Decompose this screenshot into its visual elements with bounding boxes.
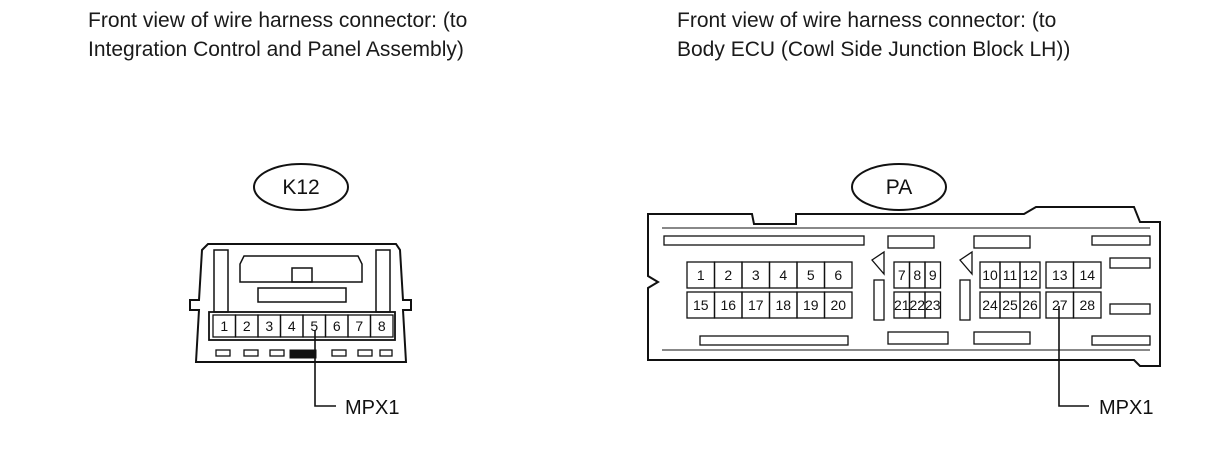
left-caption-line-2: Integration Control and Panel Assembly) xyxy=(88,38,464,61)
pa-pin-23-cell xyxy=(924,291,942,319)
pa-pin-3: 3 xyxy=(752,267,760,283)
pa-callout-line xyxy=(1058,306,1089,407)
pa-pin-14: 14 xyxy=(1079,267,1095,283)
k12-pin-strip xyxy=(208,311,396,341)
pa-pin-26-cell xyxy=(1019,291,1041,319)
pa-pin-6: 6 xyxy=(834,267,842,283)
k12-pin-7: 7 xyxy=(355,318,363,334)
pa-pin-20-cell xyxy=(823,291,853,319)
k12-pin-5: 5 xyxy=(310,318,318,334)
pa-connector xyxy=(647,163,1161,367)
left-caption: Front view of wire harness connector: (t… xyxy=(88,6,467,64)
k12-pin-1: 1 xyxy=(220,318,228,334)
pa-pin-14-cell xyxy=(1072,261,1102,289)
pa-pin-9: 9 xyxy=(929,267,937,283)
pa-pin-6-cell xyxy=(823,261,853,289)
pa-pin-22: 22 xyxy=(909,297,925,313)
pa-pin-9-cell xyxy=(924,261,942,289)
pa-pin-13: 13 xyxy=(1052,267,1068,283)
k12-housing xyxy=(189,243,412,363)
pa-pin-27: 27 xyxy=(1052,297,1068,313)
pa-pin-23: 23 xyxy=(925,297,941,313)
pa-pin-17: 17 xyxy=(748,297,764,313)
pa-pin-2: 2 xyxy=(724,267,732,283)
k12-pin-2: 2 xyxy=(243,318,251,334)
pa-pin-12-cell xyxy=(1019,261,1041,289)
pa-pin-26: 26 xyxy=(1022,297,1038,313)
pa-pin-20: 20 xyxy=(830,297,846,313)
pa-callout-label: MPX1 xyxy=(1099,397,1153,419)
pa-pin-7: 7 xyxy=(898,267,906,283)
pa-pin-1: 1 xyxy=(697,267,705,283)
k12-pin-3: 3 xyxy=(265,318,273,334)
pa-pin-21: 21 xyxy=(894,297,910,313)
pa-pin-5: 5 xyxy=(807,267,815,283)
k12-pin-6: 6 xyxy=(333,318,341,334)
k12-connector xyxy=(189,163,412,363)
pa-pin-4: 4 xyxy=(779,267,787,283)
k12-callout-line xyxy=(314,330,336,407)
pa-pin-11: 11 xyxy=(1003,267,1018,283)
pa-pin-28-cell xyxy=(1072,291,1102,319)
pa-pin-12: 12 xyxy=(1022,267,1038,283)
pa-pin-10: 10 xyxy=(982,267,998,283)
right-caption-line-1: Front view of wire harness connector: (t… xyxy=(677,9,1057,32)
k12-pin-4: 4 xyxy=(288,318,296,334)
pa-pin-24: 24 xyxy=(982,297,998,313)
pa-connector-label: PA xyxy=(886,176,912,199)
left-caption-line-1: Front view of wire harness connector: (t… xyxy=(88,9,468,32)
pa-pin-16: 16 xyxy=(720,297,736,313)
pa-label-oval xyxy=(851,163,947,211)
right-caption: Front view of wire harness connector: (t… xyxy=(677,6,1070,64)
pa-housing xyxy=(647,206,1161,367)
pa-pin-28: 28 xyxy=(1079,297,1095,313)
pa-pin-15: 15 xyxy=(693,297,709,313)
k12-label-oval xyxy=(253,163,349,211)
pa-pin-25: 25 xyxy=(1002,297,1018,313)
pa-pin-18: 18 xyxy=(775,297,791,313)
pa-pin-8: 8 xyxy=(913,267,921,283)
k12-pin-8-cell xyxy=(369,314,394,338)
pa-pin-19: 19 xyxy=(803,297,819,313)
k12-connector-label: K12 xyxy=(282,176,319,199)
k12-pin-8: 8 xyxy=(378,318,386,334)
k12-callout-label: MPX1 xyxy=(345,397,399,419)
right-caption-line-2: Body ECU (Cowl Side Junction Block LH)) xyxy=(677,38,1071,61)
